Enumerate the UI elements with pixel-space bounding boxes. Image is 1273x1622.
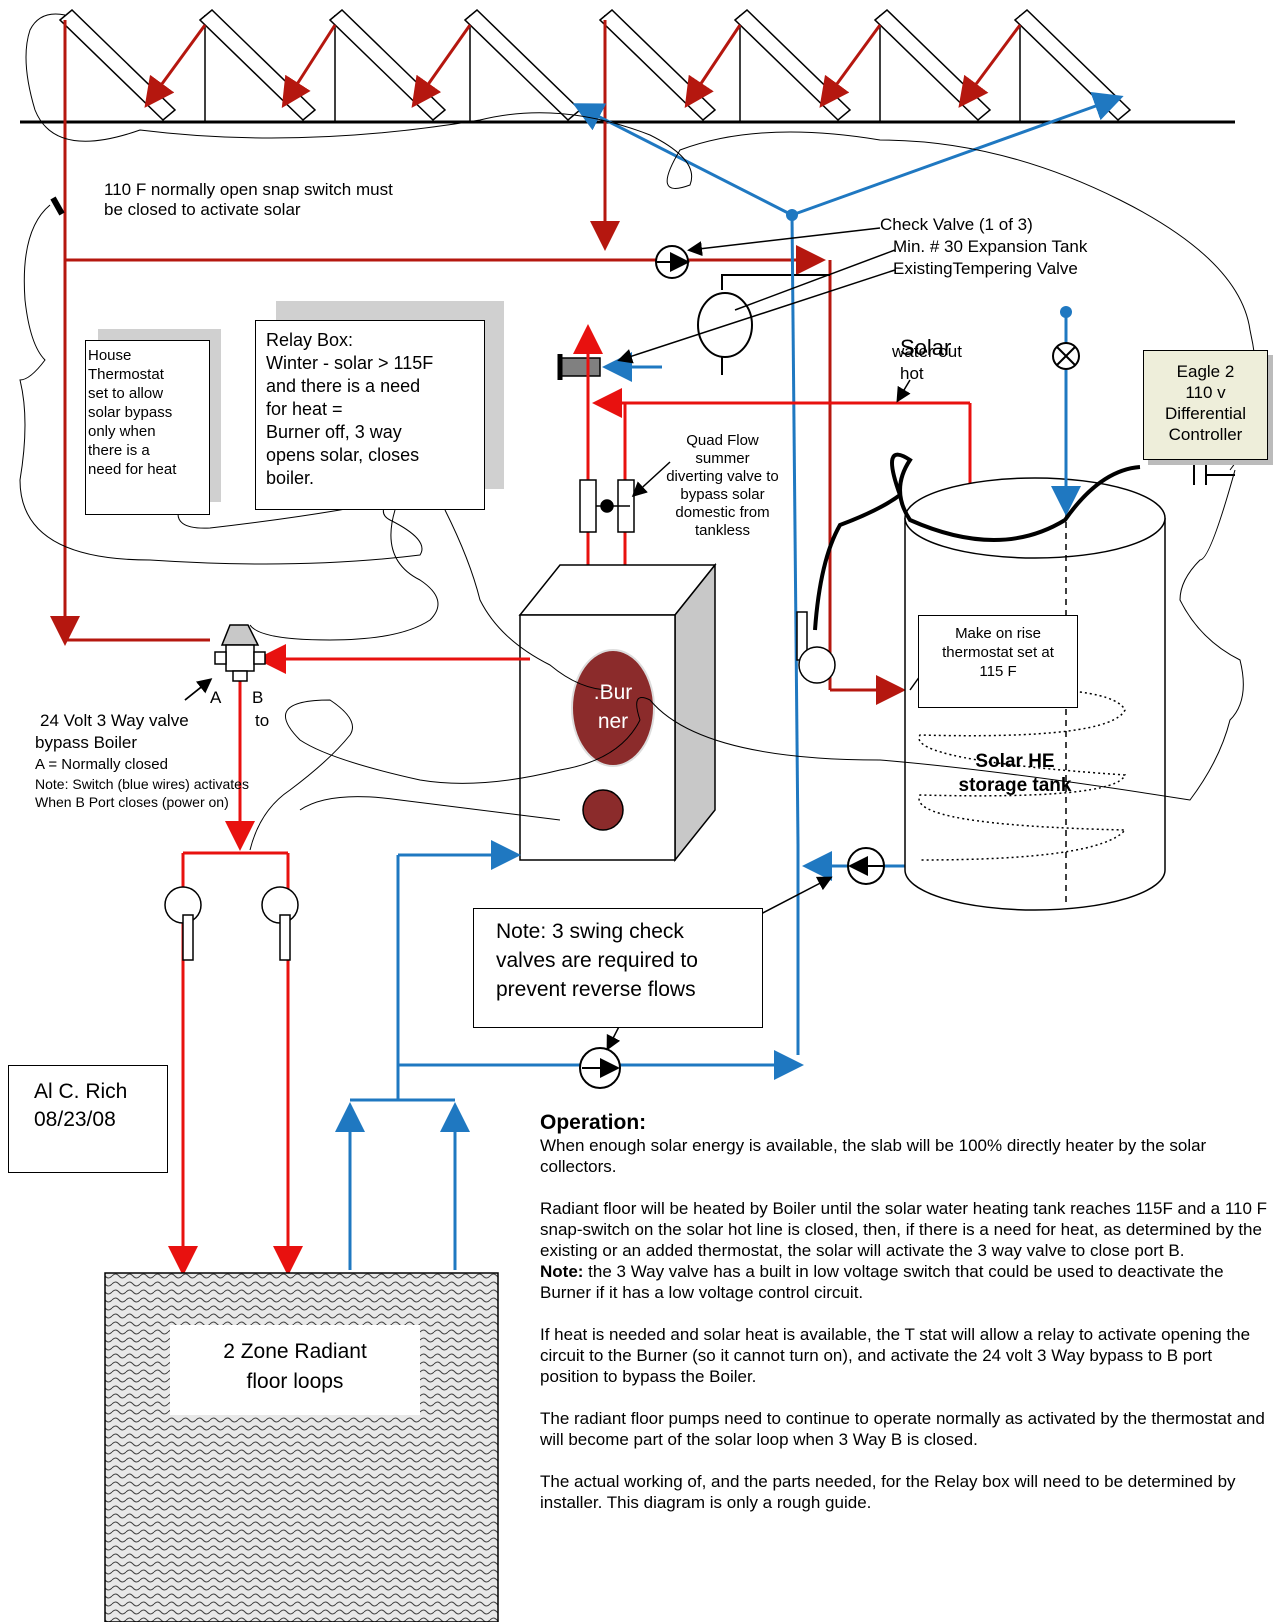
shutoff-valve bbox=[1052, 342, 1080, 370]
controller-terminals bbox=[1193, 465, 1235, 485]
collector bbox=[463, 8, 582, 122]
radiant-floor-label-bg bbox=[170, 1325, 420, 1415]
collector bbox=[1013, 8, 1132, 122]
three-way-bypass-label: bypass Boiler bbox=[35, 733, 138, 752]
author-date: 08/23/08 bbox=[34, 1108, 116, 1131]
quad-flow-label: Quad Flow summer diverting valve to bypa… bbox=[666, 432, 779, 539]
three-way-valve bbox=[214, 624, 266, 682]
burner-label: .Bur ner bbox=[593, 681, 633, 733]
snap-switch-label: 110 F normally open snap switch must be … bbox=[104, 180, 393, 219]
operation-p4: If heat is needed and solar heat is avai… bbox=[540, 1325, 1251, 1386]
collector bbox=[598, 8, 717, 122]
operation-p6: The actual working of, and the parts nee… bbox=[540, 1472, 1236, 1512]
expansion-tank-label: Min. # 30 Expansion Tank bbox=[893, 237, 1088, 256]
tempering-valve bbox=[557, 352, 662, 382]
cold-inlet-dot bbox=[1060, 306, 1072, 318]
operation-p3-note: Note: bbox=[540, 1262, 584, 1281]
author-box: Al C. Rich 08/23/08 bbox=[8, 1065, 168, 1173]
operation-heading: Operation: bbox=[540, 1111, 647, 1134]
operation-p1: When enough solar energy is available, t… bbox=[540, 1136, 1207, 1176]
controller-box: Eagle 2 110 v Differential Controller bbox=[1143, 350, 1268, 460]
solar-hot-out-label: Solar hot bbox=[900, 312, 951, 386]
solar-hot-out-word: Solar bbox=[900, 335, 952, 360]
floor-pump-1 bbox=[164, 886, 202, 961]
operation-p5: The radiant floor pumps need to continue… bbox=[540, 1409, 1265, 1449]
solar-hot-supply-pipe bbox=[50, 20, 906, 705]
check-valve-bottom bbox=[579, 1047, 621, 1089]
burner-control-knob bbox=[582, 789, 624, 831]
port-a-label: A bbox=[210, 688, 222, 707]
author-name: Al C. Rich bbox=[34, 1080, 128, 1103]
storage-tank-label: Solar HE storage tank bbox=[958, 751, 1072, 796]
three-way-to-label: to bbox=[255, 711, 270, 730]
solar-hot-out-hot: hot bbox=[900, 364, 924, 383]
operation-notes: Operation: When enough solar energy is a… bbox=[540, 1112, 1270, 1534]
solar-collectors bbox=[58, 8, 1132, 122]
make-on-rise-box: Make on rise thermostat set at 115 F bbox=[918, 615, 1078, 708]
house-thermostat-box: House Thermostat set to allow solar bypa… bbox=[85, 340, 210, 515]
sensor-cable bbox=[813, 452, 1141, 631]
expansion-tank bbox=[697, 274, 830, 375]
check-valve-tank bbox=[847, 847, 885, 885]
port-b-label: B bbox=[252, 688, 264, 707]
operation-p2-text: Radiant floor will be heated by Boiler u… bbox=[540, 1199, 1268, 1260]
collector bbox=[58, 8, 177, 122]
relay-box: Relay Box: Winter - solar > 115F and the… bbox=[255, 320, 485, 510]
collector-red-arrows bbox=[144, 24, 1022, 109]
check-valve-label: Check Valve (1 of 3) bbox=[880, 215, 1033, 234]
collector bbox=[198, 8, 317, 122]
floor-pump-2 bbox=[261, 886, 299, 961]
solar-loop-pump bbox=[796, 611, 836, 684]
quad-flow-valve bbox=[579, 479, 635, 533]
collector bbox=[328, 8, 447, 122]
operation-p2: Radiant floor will be heated by Boiler u… bbox=[540, 1198, 1270, 1261]
three-way-valve-label: 24 Volt 3 Way valve bbox=[40, 711, 189, 730]
check-valve-top bbox=[655, 245, 690, 279]
house-thermostat-label: House Thermostat set to allow solar bypa… bbox=[88, 347, 177, 478]
burner bbox=[571, 649, 655, 767]
make-on-rise-label: Make on rise thermostat set at 115 F bbox=[942, 625, 1054, 680]
tempering-valve-label: ExistingTempering Valve bbox=[893, 259, 1078, 278]
radiant-floor-label: 2 Zone Radiant floor loops bbox=[223, 1340, 367, 1393]
solar-water-out-label: water out bbox=[892, 342, 962, 361]
operation-p3: Note: the 3 Way valve has a built in low… bbox=[540, 1261, 1270, 1303]
controller-label: Eagle 2 110 v Differential Controller bbox=[1165, 362, 1246, 444]
boiler bbox=[518, 562, 717, 863]
operation-p3-text: the 3 Way valve has a built in low volta… bbox=[540, 1262, 1224, 1302]
three-way-switch-note: Note: Switch (blue wires) activates When… bbox=[35, 776, 249, 810]
collector bbox=[873, 8, 992, 122]
check-valve-note-box: Note: 3 swing check valves are required … bbox=[473, 908, 763, 1028]
relay-box-label: Relay Box: Winter - solar > 115F and the… bbox=[266, 330, 434, 488]
three-way-normally-closed: A = Normally closed bbox=[35, 756, 168, 773]
tee-junction bbox=[786, 209, 798, 221]
snap-switch bbox=[50, 196, 65, 216]
control-wires bbox=[19, 13, 1258, 851]
collector bbox=[733, 8, 852, 122]
check-valve-note: Note: 3 swing check valves are required … bbox=[496, 920, 698, 1001]
